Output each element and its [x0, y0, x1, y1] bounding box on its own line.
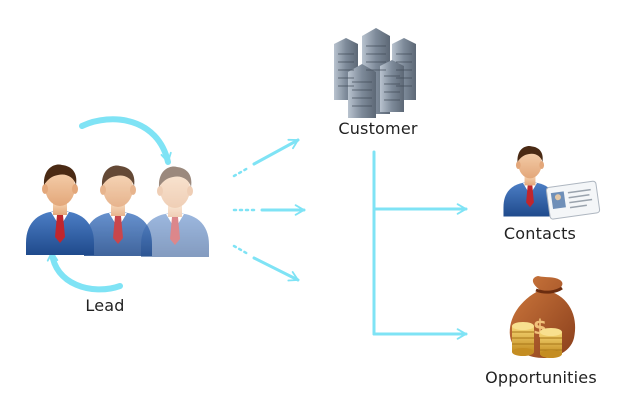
customer-label: Customer	[338, 119, 418, 138]
contacts-label: Contacts	[503, 224, 577, 243]
business-people-icon	[26, 164, 209, 257]
contacts-node: Contacts	[503, 145, 601, 243]
transition-arrow-up-icon	[232, 166, 250, 178]
lead-node	[26, 116, 209, 293]
transition-arrow-down-icon	[232, 244, 250, 256]
opportunities-node: $ Opportunities	[485, 276, 597, 387]
businessman-id-card-icon	[503, 145, 601, 220]
money-bag-coins-icon: $	[509, 276, 576, 358]
customer-node: Customer	[334, 28, 418, 138]
opportunities-label: Opportunities	[485, 368, 597, 387]
curved-arrow-bottom-icon	[46, 249, 123, 293]
curved-arrow-top-icon	[79, 116, 172, 165]
customer-branch-connector	[372, 150, 468, 340]
lead-to-customer-arrows	[232, 138, 306, 282]
skyscraper-buildings-icon	[334, 28, 416, 118]
lead-label: Lead	[85, 296, 125, 315]
